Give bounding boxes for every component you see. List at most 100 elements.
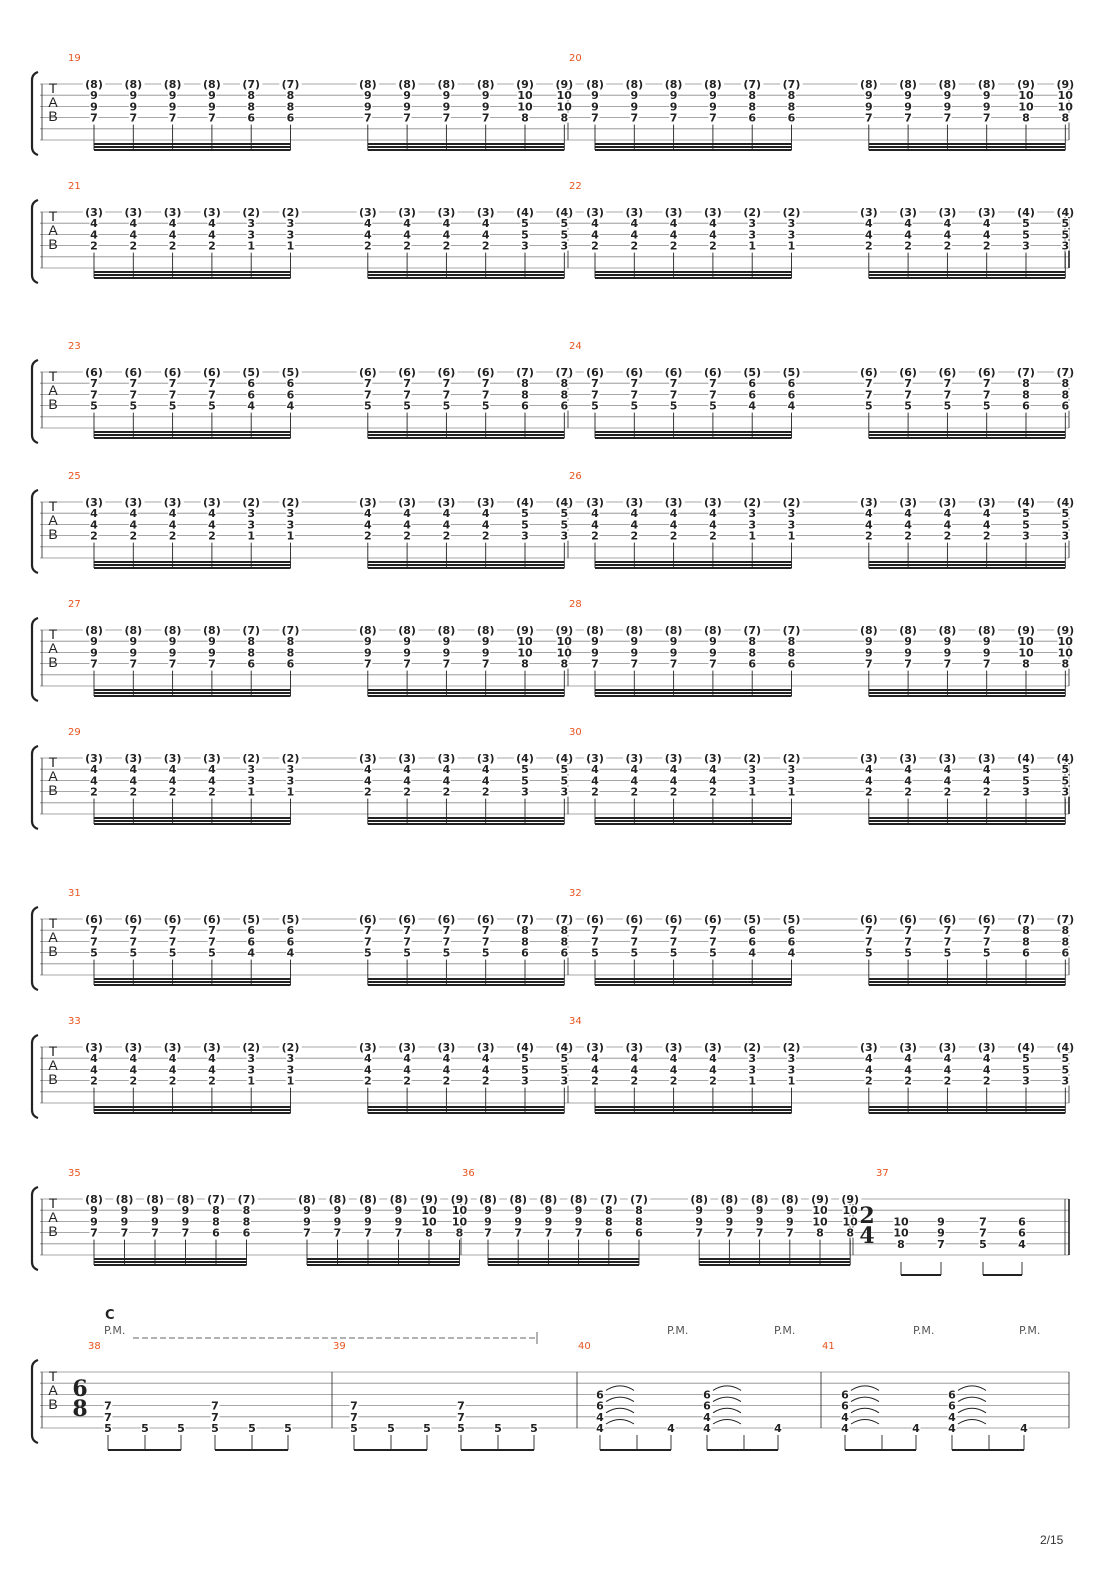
fret-number: 4	[482, 1063, 490, 1076]
fret-number: 2	[709, 786, 717, 799]
fret-number: (2)	[783, 496, 801, 509]
fret-backdrop	[247, 1423, 257, 1433]
fret-number: 3	[247, 518, 255, 531]
fret-backdrop	[787, 112, 796, 123]
fret-number: 9	[334, 1204, 342, 1217]
fret-number: 7	[208, 377, 216, 390]
fret-backdrop	[520, 229, 530, 240]
fret-number: 2	[591, 1075, 599, 1088]
fret-number: (7)	[630, 1193, 648, 1206]
fret-backdrop	[481, 112, 491, 123]
fret-number: 6	[748, 112, 756, 125]
fret-number: 8	[560, 377, 568, 390]
fret-backdrop	[623, 1042, 646, 1052]
fret-backdrop	[211, 1216, 221, 1227]
fret-backdrop	[982, 530, 992, 541]
fret-backdrop	[741, 367, 764, 377]
fret-backdrop	[787, 229, 796, 240]
fret-backdrop	[363, 240, 373, 251]
fret-backdrop	[161, 914, 184, 924]
fret-number: 9	[983, 635, 991, 648]
fret-backdrop	[815, 1227, 825, 1238]
fret-backdrop	[103, 1423, 113, 1433]
fret-backdrop	[787, 764, 796, 775]
fret-number: 7	[904, 924, 912, 937]
fret-number: (8)	[570, 1193, 588, 1206]
fret-backdrop	[864, 947, 874, 958]
fret-number: 4	[865, 507, 873, 520]
fret-backdrop	[363, 389, 373, 400]
fret-number: (2)	[743, 206, 761, 219]
fret-backdrop	[662, 753, 685, 763]
fret-number: 7	[709, 658, 717, 671]
fret-number: 9	[904, 635, 912, 648]
fret-backdrop	[279, 367, 302, 377]
fret-backdrop	[140, 1423, 150, 1433]
fret-backdrop	[590, 1064, 600, 1075]
fret-number: 10	[517, 646, 533, 659]
fret-backdrop	[857, 914, 880, 924]
fret-number: 4	[403, 1063, 411, 1076]
fret-backdrop	[1054, 1042, 1077, 1052]
fret-number: 2	[709, 1075, 717, 1088]
palm-mute-label: P.M.	[104, 1324, 125, 1337]
fret-number: 7	[90, 377, 98, 390]
fret-backdrop	[708, 229, 718, 240]
fret-number: 10	[1018, 635, 1034, 648]
fret-number: 8	[247, 89, 255, 102]
fret-backdrop	[741, 207, 764, 217]
fret-number: 9	[944, 100, 952, 113]
fret-backdrop	[553, 625, 576, 635]
fret-backdrop	[604, 1216, 614, 1227]
fret-backdrop	[787, 775, 796, 786]
tab-clef-letter: T	[49, 208, 58, 224]
fret-number: (8)	[751, 1193, 769, 1206]
fret-backdrop	[520, 218, 530, 229]
fret-backdrop	[517, 90, 533, 101]
fret-number: 4	[865, 217, 873, 230]
fret-backdrop	[246, 240, 256, 251]
fret-number: 2	[944, 240, 952, 253]
fret-backdrop	[1021, 229, 1031, 240]
fret-backdrop	[708, 786, 718, 797]
fret-number: 2	[670, 530, 678, 543]
fret-backdrop	[1054, 914, 1077, 924]
fret-number: 8	[521, 388, 529, 401]
fret-backdrop	[326, 1194, 349, 1204]
fret-backdrop	[417, 1194, 441, 1204]
fret-number: 4	[670, 774, 678, 787]
fret-backdrop	[780, 753, 803, 763]
fret-backdrop	[174, 1194, 197, 1204]
fret-number: 6	[1061, 947, 1069, 960]
fret-number: (3)	[939, 1041, 957, 1054]
fret-number: 2	[443, 1075, 451, 1088]
fret-backdrop	[128, 658, 138, 669]
fret-number: (3)	[85, 752, 103, 765]
fret-backdrop	[242, 1227, 251, 1238]
fret-number: 4	[169, 518, 177, 531]
fret-backdrop	[708, 925, 718, 936]
fret-backdrop	[89, 775, 99, 786]
fret-number: 7	[591, 377, 599, 390]
tab-clef-letter: A	[48, 222, 58, 238]
system-bracket	[30, 358, 39, 445]
fret-backdrop	[286, 229, 295, 240]
fret-number: 4	[670, 1052, 678, 1065]
fret-number: (7)	[783, 624, 801, 637]
fret-number: 7	[591, 112, 599, 125]
fret-backdrop	[481, 400, 491, 411]
fret-number: (3)	[939, 752, 957, 765]
palm-mute-label: P.M.	[667, 1324, 688, 1337]
fret-number: 4	[443, 507, 451, 520]
fret-number: 7	[208, 112, 216, 125]
fret-number: 3	[788, 507, 796, 520]
fret-backdrop	[982, 936, 992, 947]
fret-backdrop	[864, 389, 874, 400]
fret-number: 7	[129, 935, 137, 948]
fret-number: 7	[169, 377, 177, 390]
fret-backdrop	[943, 218, 952, 229]
fret-backdrop	[286, 947, 295, 958]
tab-clef-letter: B	[48, 654, 57, 670]
fret-number: 6	[841, 1388, 849, 1401]
fret-number: (3)	[164, 752, 182, 765]
